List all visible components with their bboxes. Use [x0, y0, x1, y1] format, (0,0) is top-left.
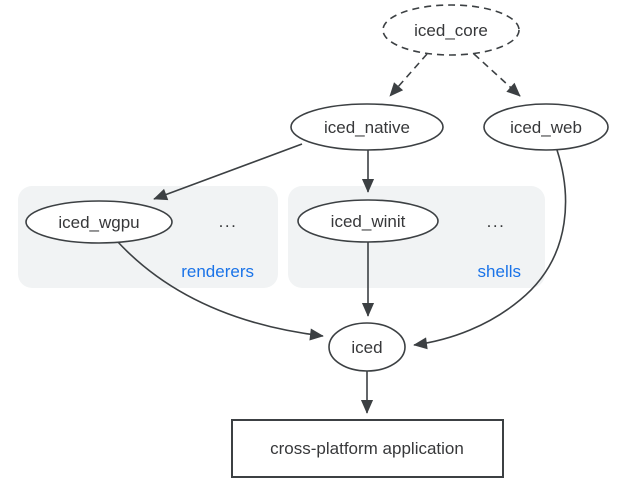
edge-iced-core-to-iced-native: [389, 53, 428, 97]
iced-web-label: iced_web: [510, 118, 582, 137]
renderers-group-label: renderers: [181, 262, 254, 281]
iced-ellipse: [328, 322, 406, 372]
iced-core-ellipse: [382, 4, 520, 56]
iced-native-ellipse: [290, 103, 444, 151]
edge-iced-web-to-iced: [413, 149, 567, 350]
iced-core-label: iced_core: [414, 21, 488, 40]
iced-wgpu-label: iced_wgpu: [58, 213, 139, 232]
renderers-ellipsis: ...: [219, 212, 238, 231]
iced-wgpu-ellipse: [25, 200, 173, 244]
node-iced-wgpu: iced_wgpu: [25, 200, 173, 244]
shells-ellipsis: ...: [487, 212, 506, 231]
node-iced-core: iced_core: [382, 4, 520, 56]
node-iced-winit: iced_winit: [297, 199, 439, 243]
edge-iced-wgpu-to-iced: [116, 240, 324, 341]
shells-group-label: shells: [478, 262, 521, 281]
iced-web-ellipse: [483, 103, 609, 151]
edge-iced-core-to-iced-web: [473, 53, 521, 97]
node-cross-platform-application: cross-platform application: [231, 419, 504, 478]
node-iced: iced: [328, 322, 406, 372]
application-label: cross-platform application: [270, 439, 464, 458]
node-iced-web: iced_web: [483, 103, 609, 151]
iced-winit-ellipse: [297, 199, 439, 243]
edge-iced-native-to-iced-wgpu: [153, 143, 303, 201]
iced-label: iced: [351, 338, 382, 357]
iced-native-label: iced_native: [324, 118, 410, 137]
iced-winit-label: iced_winit: [331, 212, 406, 231]
application-rect: [231, 419, 504, 478]
node-iced-native: iced_native: [290, 103, 444, 151]
